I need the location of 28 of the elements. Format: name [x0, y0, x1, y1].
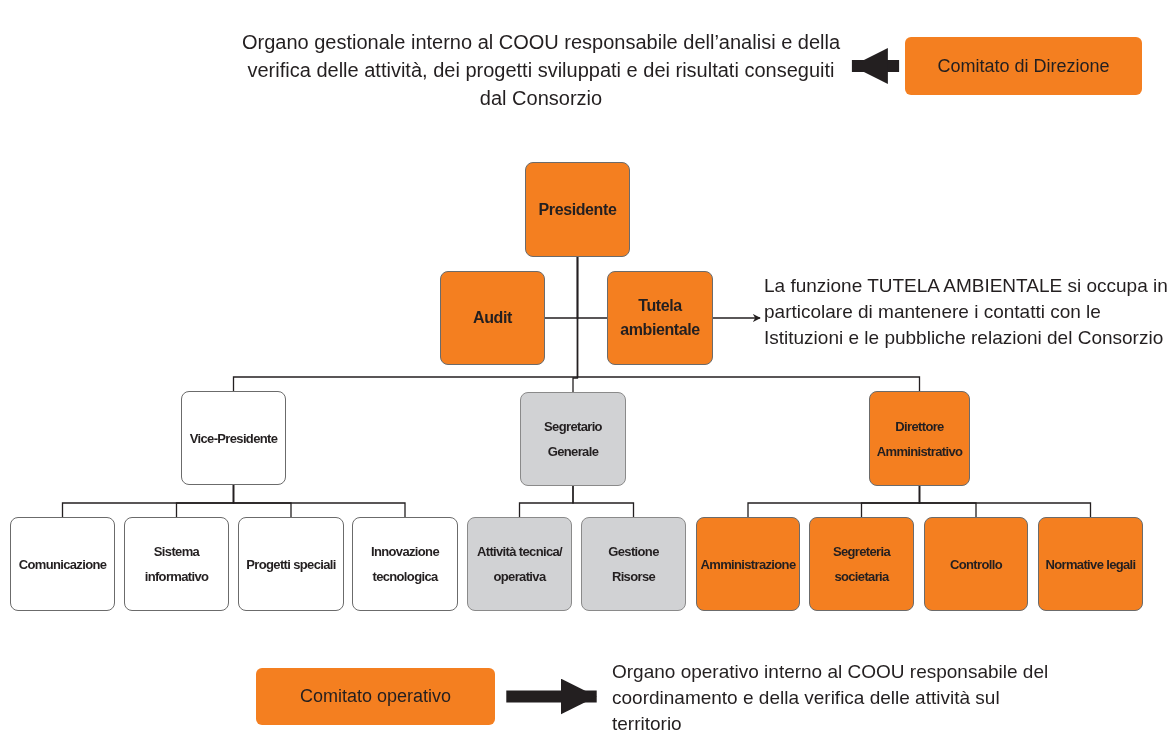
- connector-line: [572, 485, 635, 518]
- org-box: Progetti speciali: [238, 517, 344, 611]
- connector-line: [712, 314, 761, 322]
- connector-line: [918, 485, 1092, 518]
- connector-line: [576, 256, 921, 392]
- org-box: Direttore Amministrativo: [869, 391, 970, 486]
- block-arrow: [506, 678, 597, 715]
- org-box: Tutela ambientale: [607, 271, 713, 365]
- connector-line: [232, 484, 406, 518]
- org-box: Controllo: [924, 517, 1028, 611]
- org-box: Innovazione tecnologica: [352, 517, 458, 611]
- org-box: Normative legali: [1038, 517, 1143, 611]
- description-text: La funzione TUTELA AMBIENTALE si occupa in particolare di mantenere i contatti con le Istituzioni e le pubbliche relazioni del Consorzio: [760, 252, 1172, 372]
- org-box: Segretario Generale: [520, 392, 626, 486]
- description-text: Organo operativo interno al COOU responsabile del coordinamento e della verifica delle attività sul territorio: [608, 658, 1068, 738]
- org-box: Comunicazione: [10, 517, 115, 611]
- committee-box: Comitato operativo: [256, 668, 495, 725]
- org-box: Amministrazione: [696, 517, 800, 611]
- committee-box: Comitato di Direzione: [905, 37, 1142, 95]
- org-box: Vice-Presidente: [181, 391, 286, 485]
- org-box: Gestione Risorse: [581, 517, 686, 611]
- description-text: Organo gestionale interno al COOU responsabile dell’analisi e della verifica delle attività, dei progetti sviluppati e dei risultati conseguiti dal Consorzio: [236, 8, 846, 132]
- org-box: Presidente: [525, 162, 630, 257]
- org-box: Segreteria societaria: [809, 517, 914, 611]
- org-box: Sistema informativo: [124, 517, 229, 611]
- org-box: Audit: [440, 271, 545, 365]
- block-arrow: [851, 48, 900, 84]
- org-box: Attività tecnica/ operativa: [467, 517, 572, 611]
